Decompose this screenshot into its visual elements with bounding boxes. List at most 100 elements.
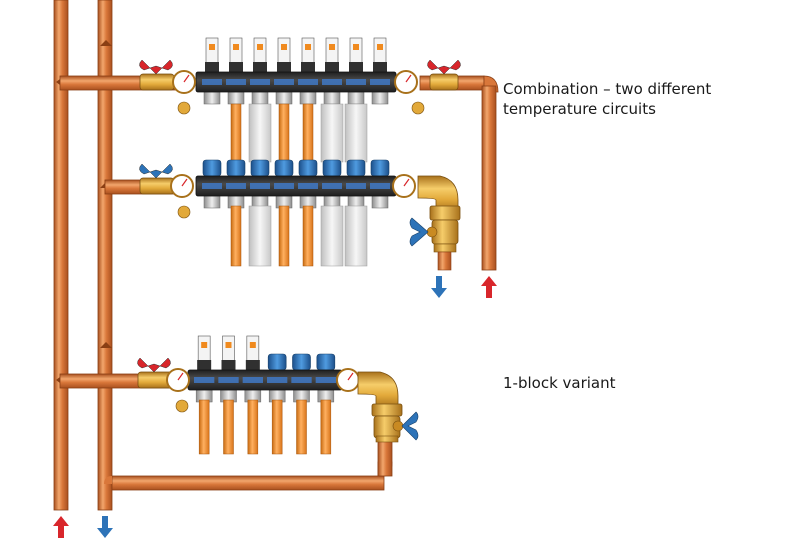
label-plate [202, 79, 222, 85]
flowmeter-float [257, 44, 263, 50]
arrow-up-red-icon [481, 276, 497, 298]
one-block-outlet [357, 371, 419, 443]
pex-pipe-orange [230, 103, 242, 163]
pex-pipe-orange [278, 103, 290, 163]
valve-cap-blue [370, 159, 390, 177]
valve-cap-blue [250, 159, 270, 177]
butterfly-handle-icon [139, 59, 173, 75]
label-plate [274, 79, 294, 85]
flow-arrows [53, 276, 497, 538]
butterfly-handle-icon [139, 163, 173, 179]
label-plate [370, 183, 390, 189]
pex-pipe-orange [302, 103, 314, 163]
flowmeter-float [201, 342, 208, 348]
pex-pipe-orange [230, 205, 242, 267]
valve-cap-blue [226, 159, 246, 177]
label-plate [291, 377, 312, 383]
label-plate [202, 183, 222, 189]
valve-cap-blue [274, 159, 294, 177]
flowmeter-glass [277, 37, 291, 65]
outlet-fitting [371, 195, 389, 209]
arrow-up-red-icon [53, 516, 69, 538]
butterfly-handle-icon [137, 357, 171, 373]
handle-blue-icon [409, 217, 429, 247]
valve-cap-blue [292, 353, 311, 371]
gauge-needle [405, 74, 412, 83]
flowmeter-glass [222, 335, 235, 363]
valve-cap-blue [202, 159, 222, 177]
flowmeter-float [233, 44, 239, 50]
outlet-fitting [371, 91, 389, 105]
flowmeter-float [225, 342, 232, 348]
flowmeter-glass [349, 37, 363, 65]
arrow-down-blue-icon [97, 516, 113, 538]
flowmeter-base [301, 62, 315, 72]
arrow-down-blue-icon [431, 276, 447, 298]
pex-pipe-orange [320, 399, 332, 455]
pipe-insulated [344, 103, 368, 163]
flowmeter-float [377, 44, 383, 50]
flowmeter-glass [246, 335, 260, 363]
pipe-insulated [248, 103, 272, 163]
flowmeter-base [205, 62, 219, 72]
flowmeter-base [253, 62, 267, 72]
top-return-outlet [409, 175, 461, 271]
pipe-insulated [320, 103, 344, 163]
outlet-fitting [227, 91, 245, 105]
valve-cap-blue [346, 159, 366, 177]
flowmeter-base [221, 360, 236, 370]
butterfly-handle-icon [427, 59, 461, 75]
pex-pipe-orange [271, 399, 283, 455]
label-plate [346, 183, 366, 189]
label-plate [346, 79, 366, 85]
outlet-fitting [275, 91, 293, 105]
flowmeter-base [197, 360, 212, 370]
flowmeter-float [281, 44, 287, 50]
flowmeter-base [349, 62, 363, 72]
outlet-fitting [251, 91, 269, 105]
pipe-insulated [344, 205, 368, 267]
gauge-needle [403, 178, 410, 187]
caption-one-block: 1-block variant [503, 374, 616, 392]
outlet-fitting [347, 91, 365, 105]
label-plate [267, 377, 288, 383]
label-plate [250, 79, 270, 85]
label-plate [218, 377, 239, 383]
drain-cap [177, 205, 191, 219]
pipe-insulated [248, 205, 272, 267]
outlet-fitting [299, 91, 317, 105]
flowmeter-glass [197, 335, 211, 363]
manifold-top-return [139, 159, 416, 267]
label-plate [370, 79, 390, 85]
valve-cap-blue [316, 353, 336, 371]
label-plate [298, 183, 318, 189]
flowmeter-glass [325, 37, 339, 65]
caption-line-1: Combination – two different [503, 80, 712, 98]
flowmeter-float [329, 44, 335, 50]
flowmeter-float [249, 342, 256, 348]
ball-valve [139, 177, 175, 195]
flowmeter-glass [373, 37, 387, 65]
label-plate [194, 377, 215, 383]
gauge-needle [181, 178, 188, 187]
flowmeter-base [325, 62, 339, 72]
drain-cap [175, 399, 189, 413]
label-plate [226, 79, 246, 85]
flowmeter-glass [205, 37, 219, 65]
flowmeter-glass [229, 37, 243, 65]
label-plate [274, 183, 294, 189]
outlet-fitting [203, 195, 221, 209]
label-plate [298, 79, 318, 85]
outlet-fitting [323, 91, 341, 105]
label-plate [250, 183, 270, 189]
flowmeter-float [305, 44, 311, 50]
manifold-top-supply [139, 37, 461, 163]
pex-pipe-orange [247, 399, 259, 455]
label-plate [322, 183, 342, 189]
outlet-fitting [203, 91, 221, 105]
flowmeter-base [229, 62, 243, 72]
flowmeter-base [373, 62, 387, 72]
drain-cap [411, 101, 425, 115]
gauge-needle [183, 74, 190, 83]
